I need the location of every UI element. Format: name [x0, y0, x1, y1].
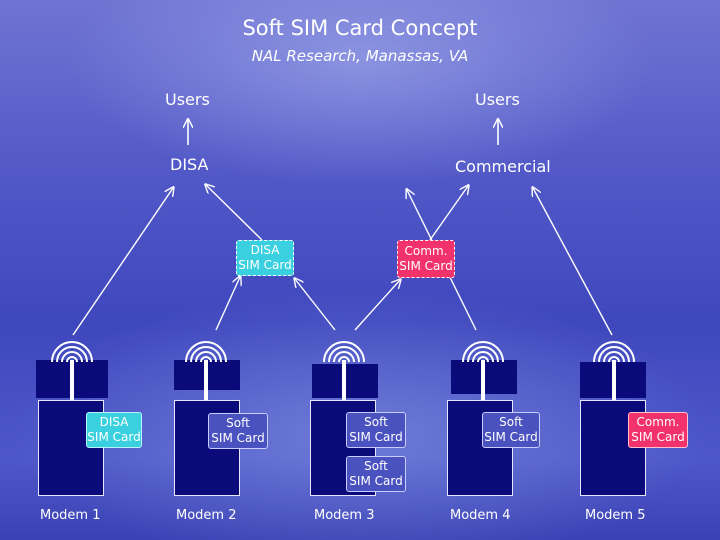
antenna-signal-icon: [323, 341, 365, 362]
card-line2: SIM Card: [349, 430, 403, 444]
card-line1: Soft: [364, 415, 388, 429]
link-modem3-comm-card: [354, 280, 400, 331]
link-modem2-disa-card: [215, 277, 240, 331]
modem-5-sim-card: Comm.SIM Card: [628, 412, 688, 448]
network-label-disa: DISA: [170, 155, 209, 174]
diagram-title: Soft SIM Card Concept: [242, 16, 478, 40]
antenna-mast: [342, 360, 346, 400]
comm-network-sim-card: Comm. SIM Card: [397, 240, 455, 278]
diagram-subtitle: NAL Research, Manassas, VA: [251, 47, 469, 65]
antenna-mast: [612, 360, 616, 400]
disa-network-sim-card: DISA SIM Card: [236, 240, 294, 276]
link-comm-card-commercial: [429, 186, 468, 241]
antenna-mast: [204, 360, 208, 400]
card-line1: DISA: [250, 243, 280, 257]
users-label-disa: Users: [165, 90, 210, 109]
antenna-signal-icon: [462, 341, 504, 362]
card-line1: Comm.: [636, 415, 680, 429]
modem-label: Modem 1: [40, 508, 101, 523]
antenna-signal-icon: [185, 341, 227, 362]
modem-label: Modem 5: [585, 508, 646, 523]
card-line1: Soft: [226, 416, 250, 430]
card-line1: Comm.: [404, 244, 448, 258]
card-line2: SIM Card: [399, 259, 453, 273]
antenna-mast: [481, 360, 485, 400]
antenna-signal-icon: [51, 341, 93, 362]
modem-label: Modem 3: [314, 508, 375, 523]
network-label-commercial: Commercial: [455, 157, 551, 176]
link-modem5-commercial: [533, 188, 613, 336]
card-line2: SIM Card: [631, 430, 685, 444]
link-modem3-disa-card: [295, 279, 336, 331]
card-line2: SIM Card: [87, 430, 141, 444]
antenna-mast: [70, 360, 74, 400]
card-line2: SIM Card: [211, 431, 265, 445]
card-line2: SIM Card: [484, 430, 538, 444]
card-line1: Soft: [499, 415, 523, 429]
link-modem1-disa: [72, 188, 173, 336]
users-label-commercial: Users: [475, 90, 520, 109]
modem-label: Modem 4: [450, 508, 511, 523]
link-disa-card-disa: [206, 185, 263, 241]
antenna-signal-icon: [593, 341, 635, 362]
card-line2: SIM Card: [349, 474, 403, 488]
card-line1: Soft: [364, 459, 388, 473]
modem-label: Modem 2: [176, 508, 237, 523]
card-line2: SIM Card: [238, 258, 292, 272]
card-line1: DISA: [99, 415, 129, 429]
